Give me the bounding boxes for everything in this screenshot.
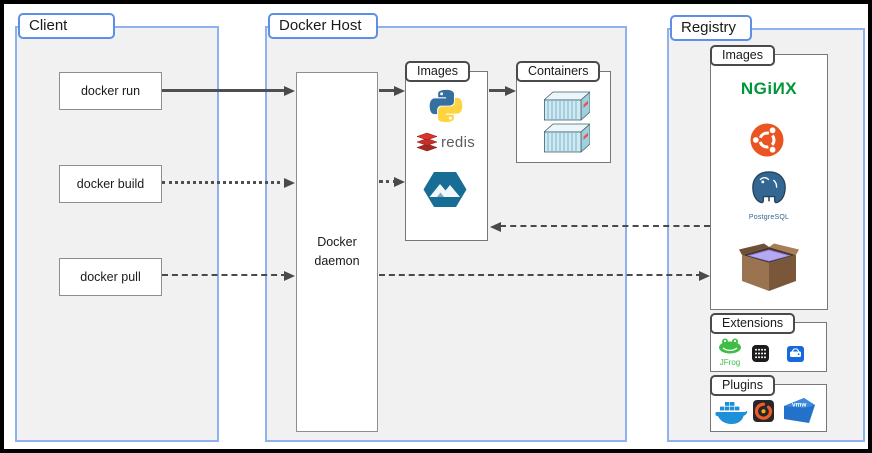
- redis-label: redis: [441, 133, 476, 151]
- arrow-docker-run-to-daemon: [162, 85, 295, 97]
- postgresql-logo: PostgreSQL: [743, 170, 795, 221]
- docker-pull-box: docker pull: [59, 258, 162, 296]
- jfrog-label: JFrog: [719, 358, 741, 367]
- vmware-label: vmw: [792, 402, 807, 409]
- docker-whale-icon: [715, 401, 748, 432]
- jfrog-logo: JFrog: [716, 337, 744, 367]
- registry-section-title: Registry: [670, 15, 753, 41]
- apps-grid-icon: [752, 345, 769, 367]
- python-icon: [428, 89, 464, 128]
- alpine-linux-icon: [423, 171, 467, 213]
- postgresql-label: PostgreSQL: [748, 214, 790, 221]
- arrow-registry-to-host-images: [490, 221, 710, 233]
- arrow-daemon-to-registry: [379, 270, 710, 282]
- container-icon: [542, 123, 592, 158]
- jfrog-frog-icon: [719, 338, 741, 354]
- host-images-panel: [405, 71, 488, 241]
- arrow-images-to-containers: [489, 85, 516, 97]
- docker-daemon-box: Docker daemon: [296, 72, 378, 432]
- extensions-panel-title: Extensions: [710, 313, 796, 334]
- nginx-logo: NGiИX: [740, 79, 798, 98]
- arrow-daemon-to-images: [379, 85, 405, 97]
- vmware-icon: vmw: [782, 396, 816, 430]
- arrow-docker-build-to-daemon: [162, 177, 295, 189]
- arrow-daemon-to-images-dotted: [379, 176, 405, 188]
- ubuntu-icon: [750, 123, 784, 162]
- registry-images-panel-title: Images: [710, 45, 775, 66]
- redis-icon: [416, 132, 438, 152]
- client-section-title: Client: [18, 13, 115, 39]
- arrow-docker-pull-to-daemon: [162, 270, 295, 282]
- docker-build-box: docker build: [59, 165, 162, 203]
- host-images-panel-title: Images: [405, 61, 470, 82]
- docker-host-section-title: Docker Host: [268, 13, 378, 39]
- container-icon: [542, 91, 592, 126]
- containers-panel-title: Containers: [516, 61, 601, 82]
- grafana-icon: [753, 400, 774, 427]
- plugins-panel-title: Plugins: [710, 375, 775, 396]
- busybox-icon: [738, 243, 800, 298]
- redis-logo: redis: [416, 132, 475, 152]
- disk-drive-icon: [787, 346, 804, 367]
- postgresql-elephant-icon: [752, 171, 786, 204]
- docker-run-box: docker run: [59, 72, 162, 110]
